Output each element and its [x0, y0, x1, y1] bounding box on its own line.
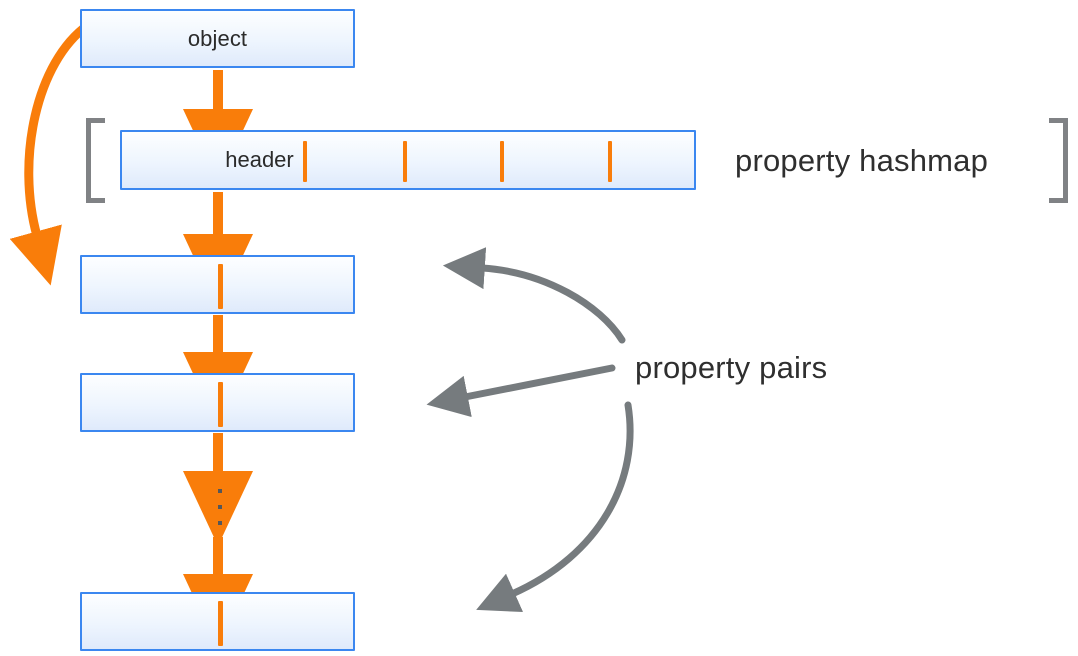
header-cell-label: header — [225, 147, 294, 172]
hashmap-slot-tick-3 — [500, 141, 504, 182]
property-hashmap-label: property hashmap — [735, 143, 989, 178]
property-pair-box-2[interactable] — [80, 373, 355, 432]
object-box[interactable]: object — [80, 9, 355, 68]
property-pairs-label: property pairs — [635, 350, 828, 385]
property-hashmap-row[interactable]: header — [120, 130, 696, 190]
pair-divider-3 — [218, 601, 223, 646]
gray-arrow-lower — [476, 401, 634, 613]
pair-divider-1 — [218, 264, 223, 309]
object-box-label: object — [187, 25, 248, 51]
gray-arrow-middle — [426, 364, 616, 418]
hashmap-slot-tick-2 — [403, 141, 407, 182]
pair-divider-2 — [218, 382, 223, 427]
left-bracket — [86, 118, 105, 203]
right-bracket — [1049, 118, 1068, 203]
gray-arrow-upper — [442, 247, 626, 344]
property-pair-box-3[interactable] — [80, 592, 355, 651]
hashmap-slot-tick-1 — [303, 141, 307, 182]
property-pair-box-1[interactable] — [80, 255, 355, 314]
hashmap-slot-tick-4 — [608, 141, 612, 182]
vertical-ellipsis-icon — [216, 489, 224, 525]
